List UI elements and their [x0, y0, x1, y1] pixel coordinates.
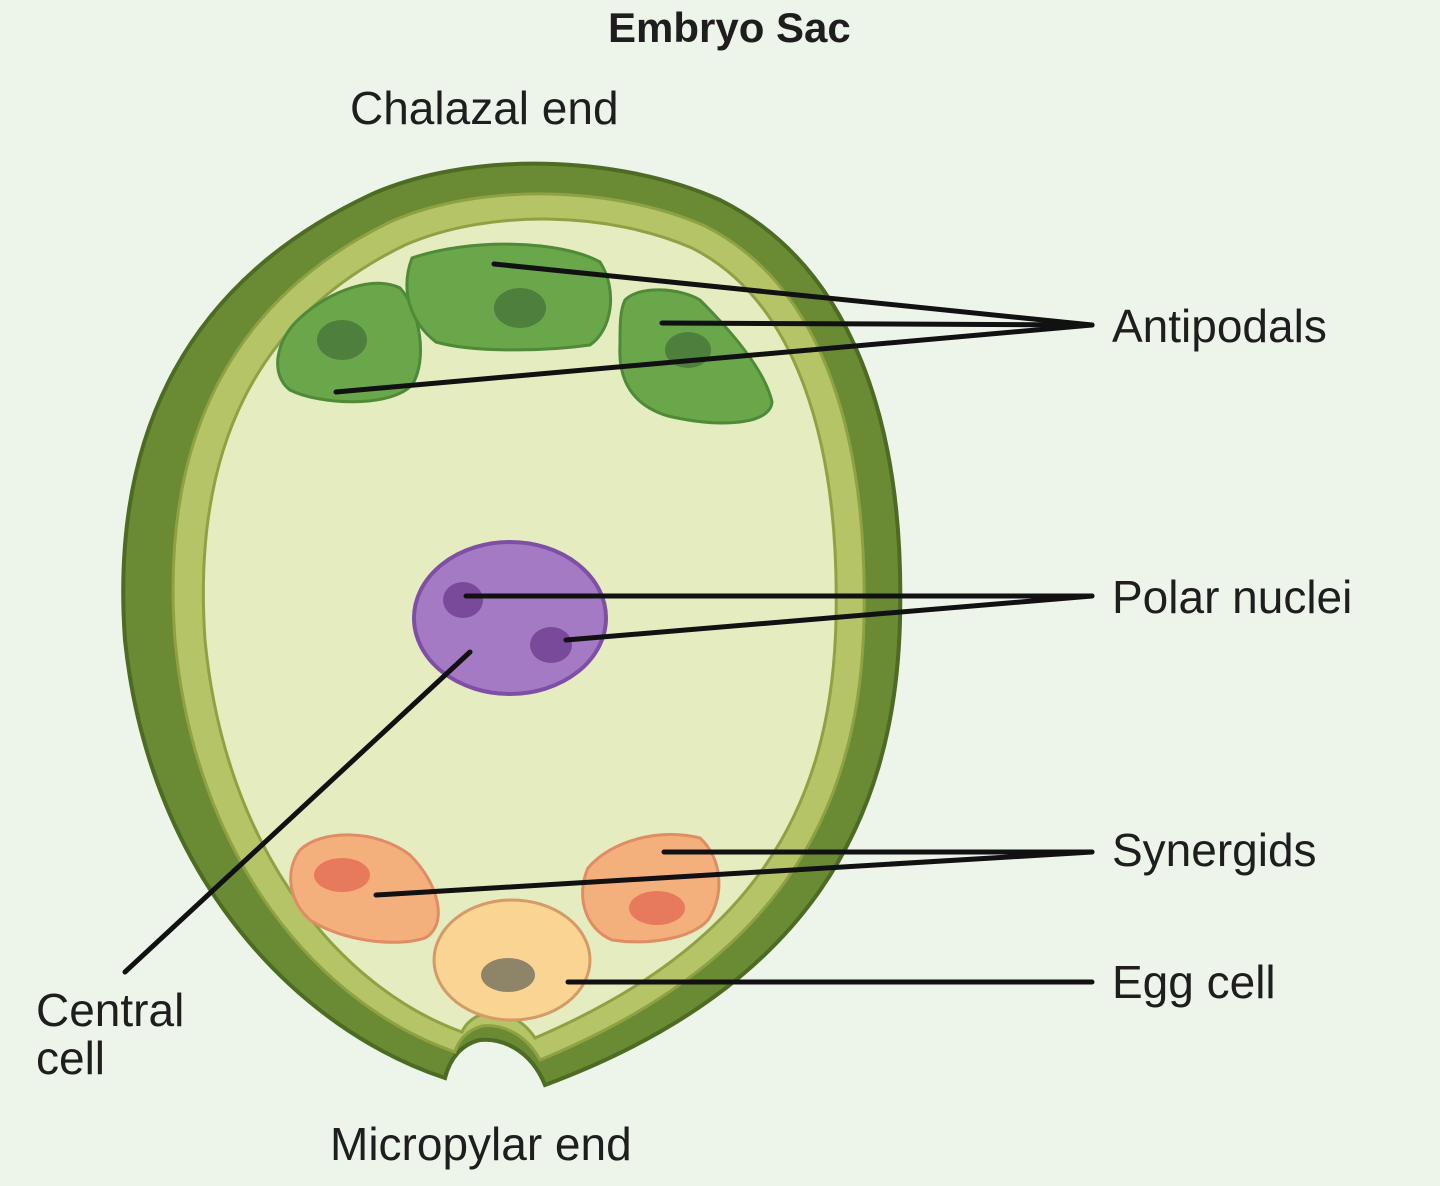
label-chalazal-end: Chalazal end: [350, 82, 619, 134]
leader-antipodals-3: [333, 322, 1095, 395]
leader-antipodals-1: [491, 261, 1095, 328]
leader-central-cell: [122, 649, 473, 975]
label-antipodals: Antipodals: [1112, 300, 1327, 352]
synergid-nucleus-left: [314, 858, 370, 892]
synergid-nucleus-right: [629, 891, 685, 925]
label-synergids: Synergids: [1112, 824, 1317, 876]
leader-polar-nuclei-2: [563, 593, 1095, 643]
antipodal-nucleus-left: [317, 320, 367, 360]
leader-antipodals-2: [659, 320, 1095, 328]
label-central-cell-line2: cell: [36, 1032, 106, 1084]
label-polar-nuclei: Polar nuclei: [1112, 571, 1353, 623]
polar-nucleus-upper: [443, 582, 483, 618]
polar-nucleus-lower: [530, 627, 572, 663]
label-micropylar-end: Micropylar end: [330, 1118, 632, 1170]
synergid-right: [581, 833, 721, 944]
central-cell: [412, 540, 608, 696]
egg-nucleus: [481, 958, 535, 992]
label-central-cell-line1: Central: [36, 984, 185, 1036]
leader-synergids-2: [373, 849, 1095, 898]
antipodal-nucleus-center: [494, 288, 546, 328]
label-egg-cell: Egg cell: [1112, 956, 1276, 1008]
diagram-title: Embryo Sac: [608, 4, 851, 51]
